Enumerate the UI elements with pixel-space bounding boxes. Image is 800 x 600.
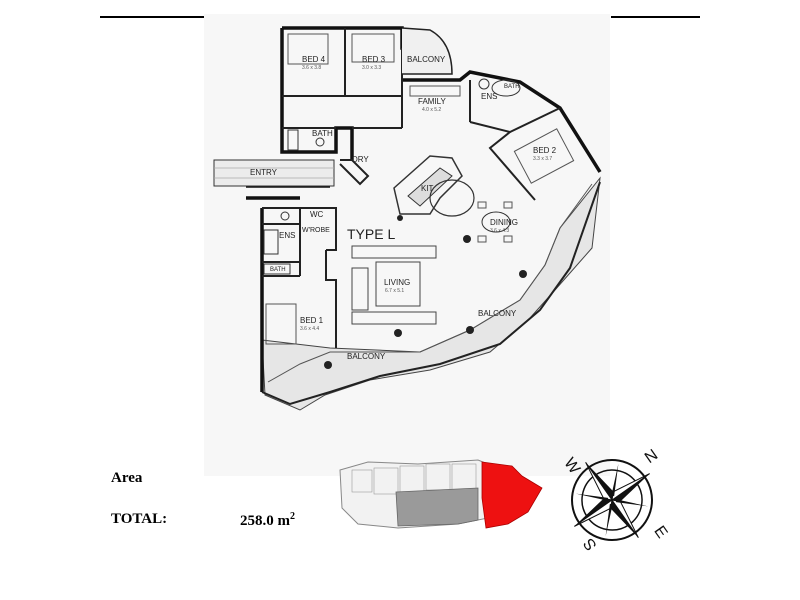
bath-small-label: BATH (270, 267, 286, 273)
living-dim: 6.7 x 5.1 (385, 288, 404, 294)
kitchen-bench (393, 155, 463, 215)
bed3-label: BED 3 (362, 55, 386, 64)
compass-rose: N E S W (560, 447, 670, 554)
compass-east: E (650, 523, 670, 541)
living-furniture (351, 245, 437, 325)
key-plan-highlight (481, 461, 543, 529)
dining-table (477, 201, 513, 243)
compass-north: N (642, 447, 661, 468)
bath-top-label: BATH (504, 84, 520, 90)
balcony-top-label: BALCONY (407, 55, 446, 64)
total-unit-sup: 2 (290, 511, 295, 522)
top-rule-left (100, 16, 204, 18)
wrobe-label: W'ROBE (302, 227, 330, 234)
compass-star (574, 462, 650, 538)
balcony-right-label: BALCONY (478, 309, 517, 318)
kitchen-round-bench (429, 179, 475, 217)
key-plan (339, 459, 543, 529)
bed2-dim: 3.3 x 3.7 (533, 156, 552, 162)
bed-furniture (265, 33, 575, 345)
bed4-label: BED 4 (302, 55, 326, 64)
bed1-label: BED 1 (300, 316, 324, 325)
total-value: 258.0 m (240, 513, 290, 529)
room-labels: BED 4 3.6 x 3.8 BED 3 3.0 x 3.3 BALCONY … (250, 55, 557, 361)
ens-top-label: ENS (481, 92, 497, 101)
ens-label: ENS (279, 231, 295, 240)
wc-label: WC (310, 210, 324, 219)
family-label: FAMILY (418, 97, 447, 106)
interior-walls (262, 28, 561, 348)
living-label: LIVING (384, 278, 410, 287)
kitchen-island (407, 167, 453, 207)
bed1-dim: 3.6 x 4.4 (300, 326, 319, 332)
plan-background (204, 14, 610, 476)
type-label: TYPE L (347, 226, 395, 242)
balcony-outer-edge (261, 181, 601, 406)
structural-columns (324, 215, 527, 369)
total-area: 258.0 m2 (240, 511, 295, 530)
family-dim: 4.0 x 5.2 (422, 107, 441, 113)
entry-label: ENTRY (250, 168, 278, 177)
family-sofa (409, 85, 461, 97)
top-rule-right (611, 16, 700, 18)
bathroom-fixtures (263, 78, 521, 275)
entry-corridor (213, 159, 335, 187)
dry-label: DRY (352, 155, 369, 164)
dining-dim: 3.6 x 4.3 (490, 228, 509, 234)
kit-label: KIT (421, 184, 434, 193)
dining-label: DINING (490, 218, 518, 227)
balcony-top (401, 27, 453, 75)
area-title: Area (111, 470, 143, 486)
balcony-bottom-label: BALCONY (347, 352, 386, 361)
bath-label: BATH (312, 129, 333, 138)
bed4-dim: 3.6 x 3.8 (302, 65, 321, 71)
bed2-label: BED 2 (533, 146, 557, 155)
bed3-dim: 3.0 x 3.3 (362, 65, 381, 71)
total-label: TOTAL: (111, 511, 168, 527)
key-plan-grey-units (395, 487, 479, 527)
